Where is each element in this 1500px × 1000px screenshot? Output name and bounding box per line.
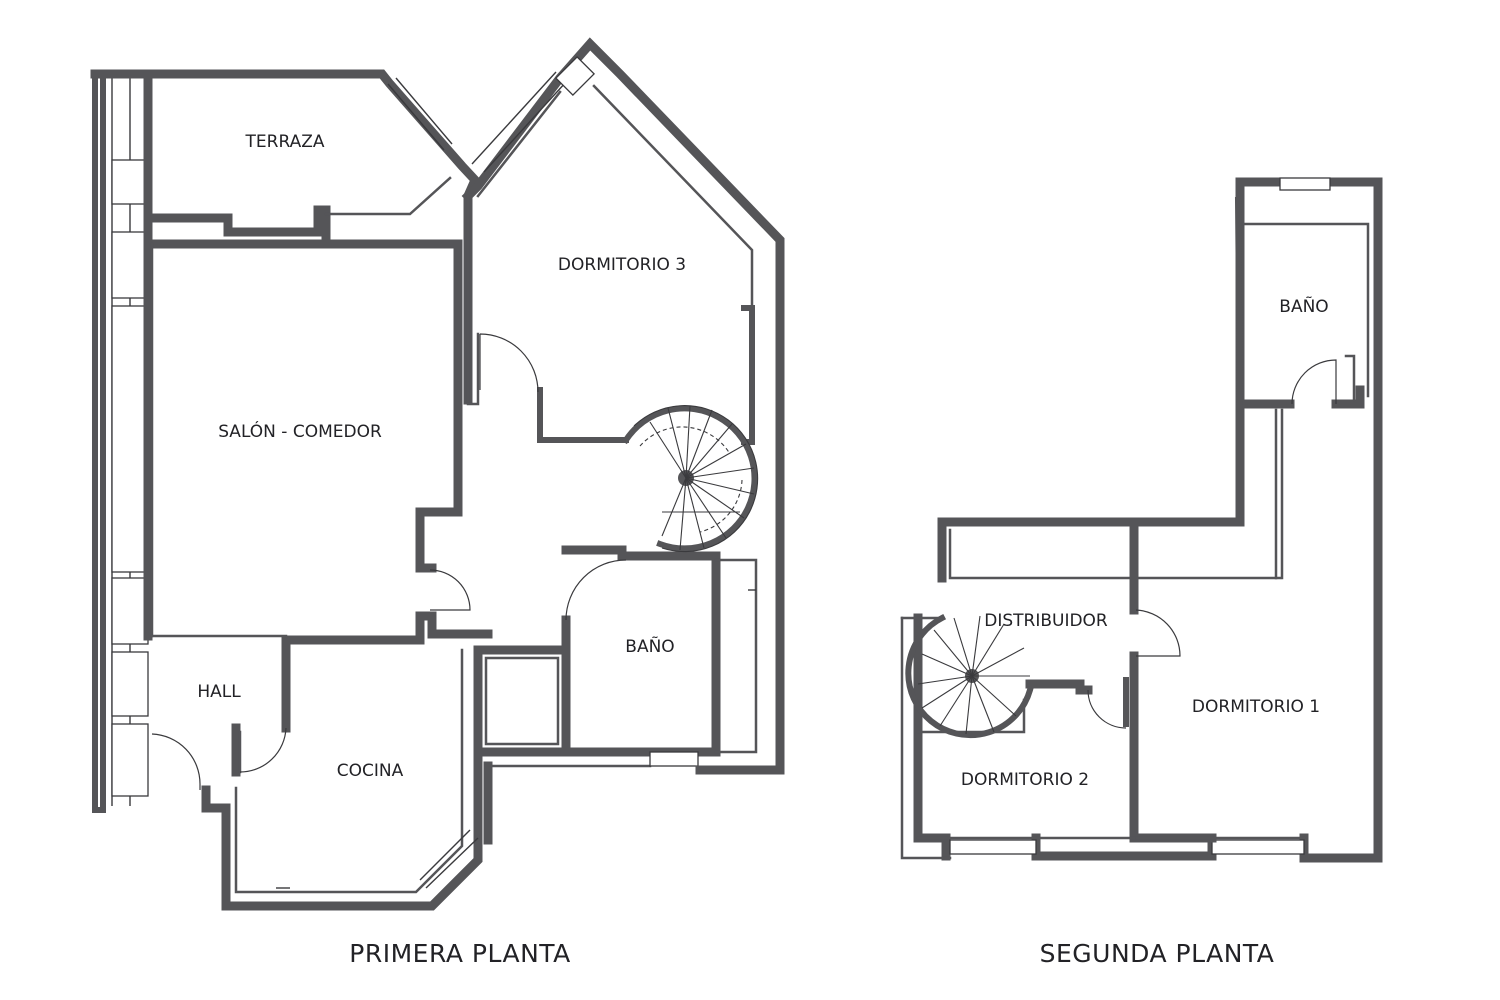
window-dormitorio-1 [1211,839,1305,855]
door-swing-bathroom [565,559,627,621]
kitchen-wall [201,635,483,911]
window-west-3 [111,305,149,573]
spiral-staircase-second-floor [905,613,1034,739]
door-swing-bano-second [1291,359,1337,405]
room-label-dormitorio-1: DORMITORIO 1 [1192,697,1320,717]
window-west-5 [111,651,149,717]
window-west-2 [111,231,149,299]
room-label-bano-second: BAÑO [1279,295,1328,317]
room-label-dormitorio-3: DORMITORIO 3 [558,255,686,275]
room-label-cocina: COCINA [337,761,404,781]
room-label-salon-comedor: SALÓN - COMEDOR [218,420,382,442]
door-swing-dormitorio-2 [1087,689,1127,729]
living-room-wall [143,213,463,641]
closet-wall [473,645,571,757]
bathroom-window [649,751,699,767]
plan-title-first-floor: PRIMERA PLANTA [349,939,570,968]
terrace-wall [143,77,331,249]
room-label-hall: HALL [197,682,241,702]
window-west-6 [111,723,149,797]
kitchen-north-wall [281,611,493,645]
second-floor-plan: BAÑO DISTRIBUIDOR DORMITORIO 1 DORMITORI… [900,177,1383,968]
window-bano-second [1279,177,1331,191]
door-swing-dormitorio-1 [1135,609,1181,657]
spiral-staircase-first-floor [621,405,759,553]
west-facade [92,71,149,813]
door-swing-hall [151,733,201,790]
room-label-distribuidor: DISTRIBUIDOR [984,611,1108,631]
room-label-dormitorio-2: DORMITORIO 2 [961,770,1089,790]
first-floor-plan: TERRAZA DORMITORIO 3 SALÓN - COMEDOR BAÑ… [90,37,785,968]
bedroom-3-wall [461,37,785,775]
bathroom-wall [561,545,721,757]
room-label-bano-first: BAÑO [625,635,674,657]
plan-title-second-floor: SEGUNDA PLANTA [1040,939,1275,968]
door-swing-living [429,569,471,611]
door-swing-kitchen [239,727,287,773]
window-dormitorio-2 [949,839,1037,855]
room-label-terraza: TERRAZA [245,132,325,152]
door-swing-bedroom-3 [479,333,539,393]
second-floor-outer-wall [1235,177,1383,863]
window-west-1 [111,159,149,205]
window-west-4 [111,577,149,645]
